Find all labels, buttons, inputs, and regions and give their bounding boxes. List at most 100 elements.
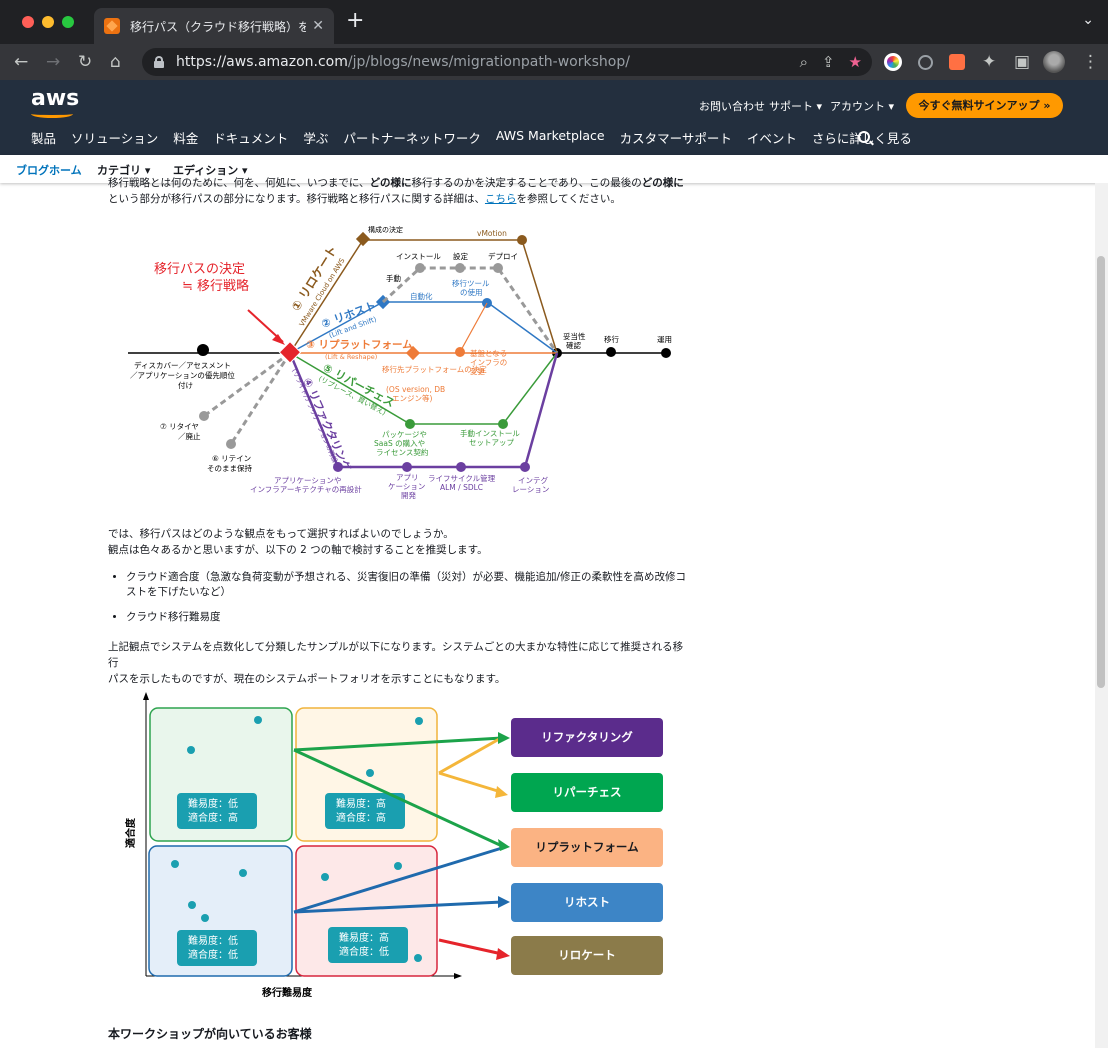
- category-menu[interactable]: カテゴリ ▾: [97, 164, 151, 177]
- tab-search-chevron-icon[interactable]: ⌄: [1082, 12, 1094, 28]
- nav-docs[interactable]: ドキュメント: [213, 131, 289, 146]
- refactor-box: [511, 718, 663, 757]
- label-vmotion: vMotion: [477, 229, 507, 238]
- paragraph-2: では、移行パスはどのような観点をもって選択すればよいのでしょうか。 観点は色々あ…: [108, 528, 488, 556]
- label-manual: 手動: [386, 273, 401, 283]
- search-icon[interactable]: [858, 131, 870, 143]
- reload-icon[interactable]: ↻: [78, 52, 93, 72]
- list-item: クラウド移行難易度: [126, 610, 688, 625]
- aws-logo[interactable]: aws: [31, 86, 80, 111]
- minus-extension-icon[interactable]: [918, 55, 933, 70]
- label-operate: 運用: [657, 335, 672, 344]
- new-tab-icon[interactable]: +: [346, 8, 365, 33]
- address-bar[interactable]: https://aws.amazon.com/jp/blogs/news/mig…: [142, 48, 872, 76]
- criteria-list: クラウド適合度（急激な負荷変動が予想される、災害復旧の準備（災対）が必要、機能追…: [108, 570, 688, 625]
- label-validate-2: 確認: [566, 340, 581, 350]
- rehost-box: [511, 883, 663, 922]
- blog-home-link[interactable]: ブログホーム: [16, 164, 82, 177]
- label-integ: インテグ: [518, 475, 548, 485]
- q-tl-line1: 難易度：低: [188, 797, 238, 810]
- label-alm: ライフサイクル管理: [428, 473, 496, 483]
- nav-marketplace[interactable]: AWS Marketplace: [495, 128, 605, 143]
- more-menu-icon[interactable]: ⋮: [1082, 52, 1099, 72]
- label-package: パッケージや: [382, 430, 427, 439]
- headline-migration-path: 移行パスの決定: [154, 262, 245, 277]
- label-app-dev-3: 開発: [401, 491, 416, 500]
- side-panel-icon[interactable]: ▣: [1014, 52, 1031, 72]
- nav-solutions[interactable]: ソリューション: [71, 131, 159, 146]
- label-package-2: SaaS の購入や: [374, 438, 425, 448]
- intro-paragraph: 移行戦略とは何のために、何を、何処に、いつまでに、どの様に移行するのかを決定する…: [108, 177, 684, 205]
- signup-button[interactable]: 今すぐ無料サインアップ »: [906, 93, 1063, 118]
- forward-arrow-icon[interactable]: →: [46, 52, 61, 72]
- label-manual-install: 手動インストール: [460, 428, 520, 438]
- nav-products[interactable]: 製品: [31, 131, 57, 146]
- account-menu[interactable]: アカウント ▾: [830, 100, 895, 113]
- url-text[interactable]: https://aws.amazon.com/jp/blogs/news/mig…: [176, 54, 630, 70]
- migration-path-diagram: 移行パスの決定 ≒ 移行戦略: [128, 225, 672, 500]
- label-discover-2: ／アプリケーションの優先順位: [130, 370, 235, 380]
- label-install: インストール: [396, 252, 441, 261]
- article-content: 移行戦略とは何のために、何を、何処に、いつまでに、どの様に移行するのかを決定する…: [108, 177, 688, 207]
- label-retire-2: ／廃止: [178, 431, 201, 441]
- q-br-line1: 難易度：高: [339, 931, 389, 944]
- label-target-3: エンジン等): [392, 393, 432, 403]
- zoom-icon[interactable]: ⌕: [799, 53, 808, 71]
- aws-smile-logo-icon: [31, 110, 73, 118]
- label-infra: 基盤となる: [470, 348, 507, 358]
- label-manual-install-2: セットアップ: [469, 438, 514, 447]
- orange-extension-icon[interactable]: [949, 54, 965, 70]
- label-retire: ⑦ リタイヤ: [160, 422, 199, 431]
- label-app-redesign: アプリケーションや: [274, 476, 341, 485]
- bookmark-star-icon[interactable]: ★: [848, 53, 862, 71]
- label-retain-2: そのまま保持: [207, 463, 252, 473]
- label-migrate: 移行: [604, 334, 619, 344]
- nav-learn[interactable]: 学ぶ: [303, 131, 329, 146]
- nav-pricing[interactable]: 料金: [173, 131, 199, 146]
- support-menu[interactable]: サポート ▾: [769, 100, 823, 113]
- back-arrow-icon[interactable]: ←: [14, 52, 29, 72]
- paragraph-3: 上記観点でシステムを点数化して分類したサンプルが以下になります。システムごとの大…: [108, 641, 684, 685]
- tab-title: 移行パス（クラウド移行戦略）をワ: [130, 19, 307, 34]
- relocate-label: リロケート: [558, 948, 616, 962]
- maximize-window-icon[interactable]: [62, 16, 74, 28]
- label-package-3: ライセンス契約: [376, 447, 428, 457]
- home-icon[interactable]: ⌂: [110, 52, 121, 72]
- label-discover: ディスカバー／アセスメント: [134, 360, 231, 370]
- aws-header: aws お問い合わせ サポート ▾ アカウント ▾ 今すぐ無料サインアップ » …: [0, 80, 1108, 155]
- color-extension-icon[interactable]: [884, 53, 902, 71]
- label-app-redesign-2: インフラアーキテクチャの再設計: [250, 484, 362, 494]
- contact-link[interactable]: お問い合わせ: [699, 100, 765, 113]
- nav-events[interactable]: イベント: [746, 131, 797, 146]
- browser-tab[interactable]: 移行パス（クラウド移行戦略）をワ ✕: [94, 8, 334, 44]
- list-item: クラウド適合度（急激な負荷変動が予想される、災害復旧の準備（災対）が必要、機能追…: [126, 570, 688, 600]
- rehost-label: リホスト: [564, 895, 610, 909]
- scrollbar-thumb[interactable]: [1097, 256, 1105, 688]
- label-tool: 移行ツール: [452, 278, 490, 288]
- close-tab-icon[interactable]: ✕: [312, 18, 324, 34]
- puzzle-extensions-icon[interactable]: ✦: [982, 52, 997, 72]
- label-tool-2: の使用: [460, 287, 483, 297]
- profile-avatar[interactable]: [1043, 51, 1065, 73]
- share-icon[interactable]: ⇪: [821, 53, 835, 71]
- blog-subnav: ブログホーム カテゴリ ▾ エディション ▾: [0, 155, 1108, 183]
- aws-favicon-icon: [104, 18, 120, 34]
- main-nav: 製品 ソリューション 料金 ドキュメント 学ぶ パートナーネットワーク AWS …: [31, 128, 927, 147]
- repurchase-label: リパーチェス: [553, 785, 622, 799]
- edition-menu[interactable]: エディション ▾: [173, 164, 248, 177]
- label-validate: 妥当性: [563, 331, 586, 341]
- label-app-dev-2: ケーション: [388, 482, 425, 491]
- lock-icon[interactable]: [154, 56, 164, 68]
- details-link[interactable]: こちら: [484, 193, 517, 205]
- x-axis-label: 移行難易度: [262, 986, 313, 999]
- headline-strategy: ≒ 移行戦略: [182, 278, 249, 294]
- minimize-window-icon[interactable]: [42, 16, 54, 28]
- close-window-icon[interactable]: [22, 16, 34, 28]
- repurchase-box: [511, 773, 663, 812]
- title-bar: 移行パス（クラウド移行戦略）をワ ✕ + ⌄: [0, 0, 1108, 44]
- nav-support[interactable]: カスタマーサポート: [619, 131, 732, 146]
- q-bl-line1: 難易度：低: [188, 934, 238, 947]
- browser-toolbar: ← → ↻ ⌂ https://aws.amazon.com/jp/blogs/…: [0, 44, 1108, 80]
- nav-partner[interactable]: パートナーネットワーク: [343, 131, 481, 146]
